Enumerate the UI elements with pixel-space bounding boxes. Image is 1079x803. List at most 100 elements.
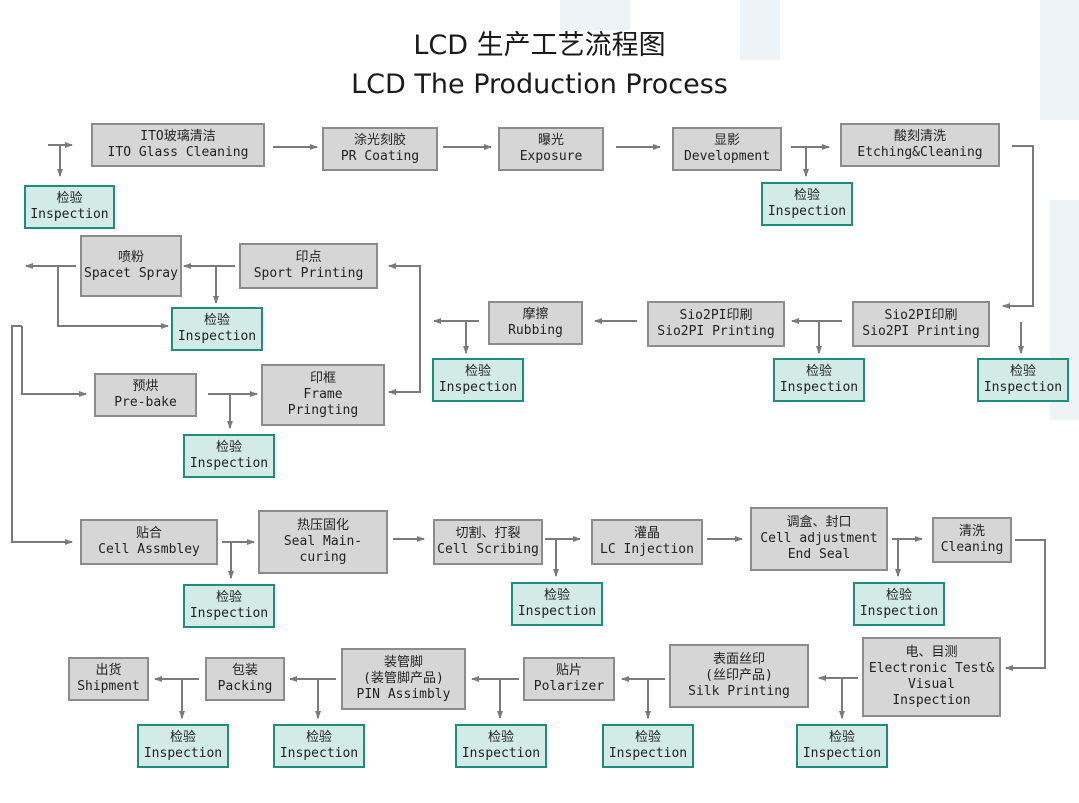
flow-arrow <box>1002 145 1034 309</box>
inspection-label-en: Inspection <box>767 204 847 219</box>
inspection-label-en: Inspection <box>517 604 597 619</box>
step-label-en: Polarizer <box>533 679 605 694</box>
step-label-en: Development <box>683 149 771 164</box>
step-label-en: Frame Pringting <box>287 387 359 418</box>
inspection-label-en: Inspection <box>802 746 882 761</box>
step-label-en: Packing <box>217 679 273 694</box>
step-label-en: Spacet Spray <box>84 266 178 281</box>
step-label-cn: 出货 <box>95 663 122 678</box>
inspection-label-cn: 检验 <box>464 364 491 379</box>
inspection-label-cn: 检验 <box>543 588 570 603</box>
step-label-cn: 调盒、封口 <box>786 515 852 530</box>
step-label-cn: 涂光刻胶 <box>353 133 406 148</box>
step-label-en: Etching&Cleaning <box>857 145 983 160</box>
step-label-en: Cell Assmbley <box>98 542 200 557</box>
step-label-cn: Sio2PI印刷 <box>679 308 753 323</box>
step-label-cn: 清洗 <box>958 524 985 539</box>
step-label-cn: 包装 <box>231 663 258 678</box>
step-label-cn: 电、目测 <box>905 645 958 660</box>
step-label-cn: 热压固化 <box>296 518 349 533</box>
step-label-en: Seal Main- curing <box>283 534 363 565</box>
step-label-cn: 酸刻清洗 <box>893 129 946 144</box>
inspection-label-cn: 检验 <box>169 730 196 745</box>
diagram-title-en: LCD The Production Process <box>351 69 728 100</box>
inspection-label-en: Inspection <box>608 746 688 761</box>
step-label-en: Cleaning <box>940 540 1004 555</box>
inspection-label-en: Inspection <box>779 380 859 395</box>
inspection-label-en: Inspection <box>189 606 269 621</box>
step-label-cn: 贴片 <box>555 663 582 678</box>
inspection-label-en: Inspection <box>983 380 1063 395</box>
inspection-label-en: Inspection <box>189 456 269 471</box>
step-label-en: ITO Glass Cleaning <box>107 145 249 160</box>
step-label-en: Sio2PI Printing <box>862 324 980 339</box>
inspection-label-cn: 检验 <box>215 440 242 455</box>
flow-arrow <box>388 306 421 395</box>
step-label-en: Sport Printing <box>253 266 364 281</box>
step-label-cn: Sio2PI印刷 <box>884 308 958 323</box>
step-label-cn: 灌晶 <box>633 526 660 541</box>
inspection-label-en: Inspection <box>279 746 359 761</box>
step-label-en: Rubbing <box>508 323 563 338</box>
step-label-cn: 喷粉 <box>117 250 144 265</box>
inspection-label-en: Inspection <box>859 604 939 619</box>
background-shape <box>560 0 630 30</box>
inspection-label-en: Inspection <box>438 380 518 395</box>
diagram-title-cn: LCD 生产工艺流程图 <box>413 30 666 61</box>
inspection-label-cn: 检验 <box>828 730 855 745</box>
step-label-cn: 曝光 <box>537 133 564 148</box>
step-label-en: PR Coating <box>340 149 420 164</box>
inspection-label-en: Inspection <box>30 207 109 222</box>
step-label-cn: 印点 <box>295 250 322 265</box>
step-label-cn: ITO玻璃清洁 <box>140 129 216 144</box>
step-label-cn: 摩擦 <box>522 307 549 322</box>
inspection-label-en: Inspection <box>461 746 541 761</box>
inspection-label-en: Inspection <box>177 329 257 344</box>
inspection-label-en: Inspection <box>143 746 223 761</box>
inspection-label-cn: 检验 <box>885 588 912 603</box>
flow-arrow <box>388 263 421 306</box>
step-label-en: Exposure <box>519 149 583 164</box>
step-label-en: Silk Printing <box>688 684 790 699</box>
flow-arrow <box>21 326 87 397</box>
step-label-en: Cell adjustment End Seal <box>760 531 878 562</box>
step-label-cn: 预烘 <box>132 379 159 394</box>
step-label-en: Sio2PI Printing <box>657 324 775 339</box>
step-label-cn: 切割、打裂 <box>455 526 521 541</box>
inspection-label-cn: 检验 <box>1009 364 1036 379</box>
flow-arrow <box>11 325 73 545</box>
step-label-en: Shipment <box>77 679 140 694</box>
step-label-cn: 显影 <box>713 133 740 148</box>
flow-arrow <box>1005 539 1046 671</box>
